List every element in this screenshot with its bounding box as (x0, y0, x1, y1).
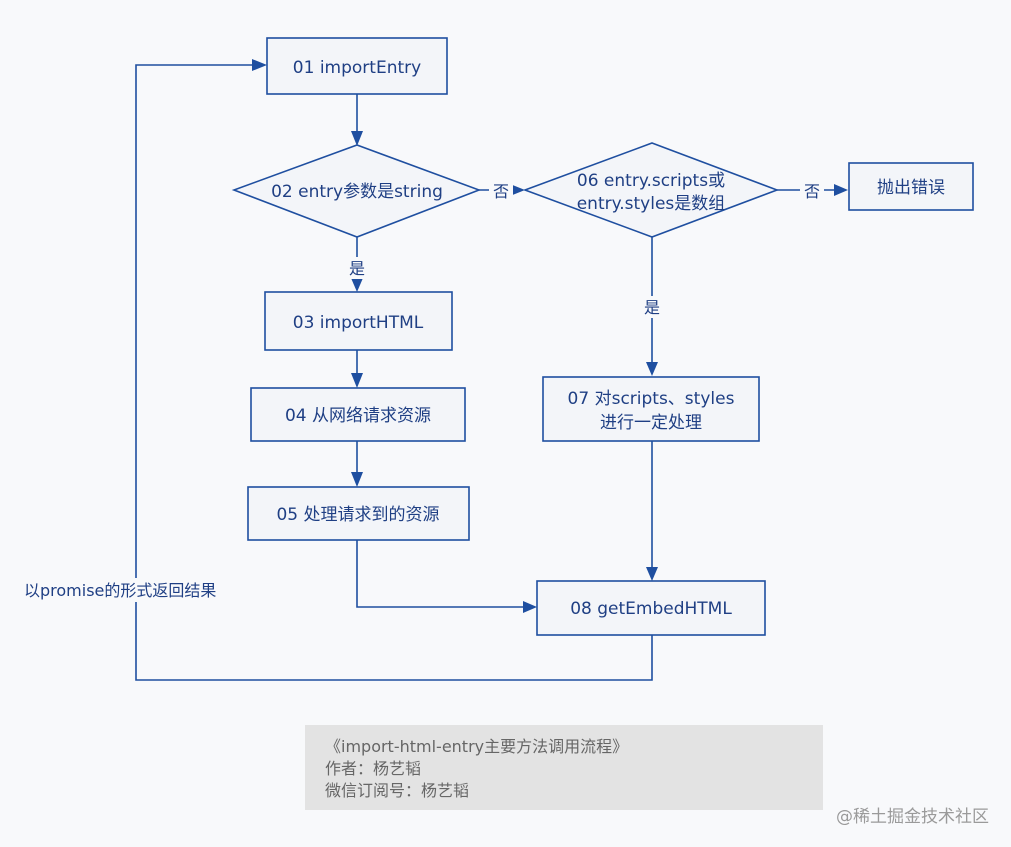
edge-04-to-05 (351, 441, 363, 487)
edge-label-no-02-06: 否 (493, 182, 509, 201)
node-03-import-html: 03 importHTML (264, 291, 453, 351)
node-07-label-line2: 进行一定处理 (600, 413, 702, 433)
edge-label-return-result: 以promise的形式返回结果 (24, 581, 216, 600)
edge-label-yes-06-07: 是 (644, 298, 660, 317)
node-03-label: 03 importHTML (293, 313, 424, 333)
node-error-label: 抛出错误 (877, 178, 945, 198)
node-08-label: 08 getEmbedHTML (570, 599, 732, 619)
edge-label-yes-02-03: 是 (349, 259, 365, 278)
edge-08-to-01-return (135, 59, 653, 681)
node-07-label-line1: 07 对scripts、styles (568, 389, 735, 409)
edge-07-to-08 (646, 441, 658, 581)
node-01-label: 01 importEntry (293, 58, 421, 78)
node-04-fetch-resources: 04 从网络请求资源 (250, 387, 466, 442)
node-07-process-scripts-styles: 07 对scripts、styles 进行一定处理 (542, 376, 760, 442)
node-06-label-line1: 06 entry.scripts或 (577, 171, 725, 191)
caption-account: 微信订阅号：杨艺韬 (325, 781, 470, 800)
node-06-entry-is-array: 06 entry.scripts或 entry.styles是数组 (522, 142, 780, 238)
caption-author: 作者：杨艺韬 (325, 759, 422, 778)
node-error-throw: 抛出错误 (848, 162, 974, 211)
node-05-label: 05 处理请求到的资源 (276, 505, 439, 525)
node-06-label-line2: entry.styles是数组 (577, 194, 726, 214)
edge-03-to-04 (351, 350, 363, 388)
node-05-process-resources: 05 处理请求到的资源 (247, 486, 470, 541)
node-08-get-embed-html: 08 getEmbedHTML (536, 580, 766, 636)
watermark: @稀土掘金技术社区 (836, 807, 989, 827)
node-02-entry-is-string: 02 entry参数是string (231, 144, 482, 238)
caption-box: 《import-html-entry主要方法调用流程》 作者：杨艺韬 微信订阅号… (305, 725, 823, 810)
edge-label-no-06-error: 否 (804, 182, 820, 201)
edge-05-to-08 (356, 540, 537, 613)
node-02-label: 02 entry参数是string (271, 182, 443, 202)
caption-title: 《import-html-entry主要方法调用流程》 (325, 737, 629, 756)
node-01-import-entry: 01 importEntry (266, 37, 448, 95)
node-04-label: 04 从网络请求资源 (285, 406, 431, 426)
edge-01-to-02 (351, 94, 363, 146)
